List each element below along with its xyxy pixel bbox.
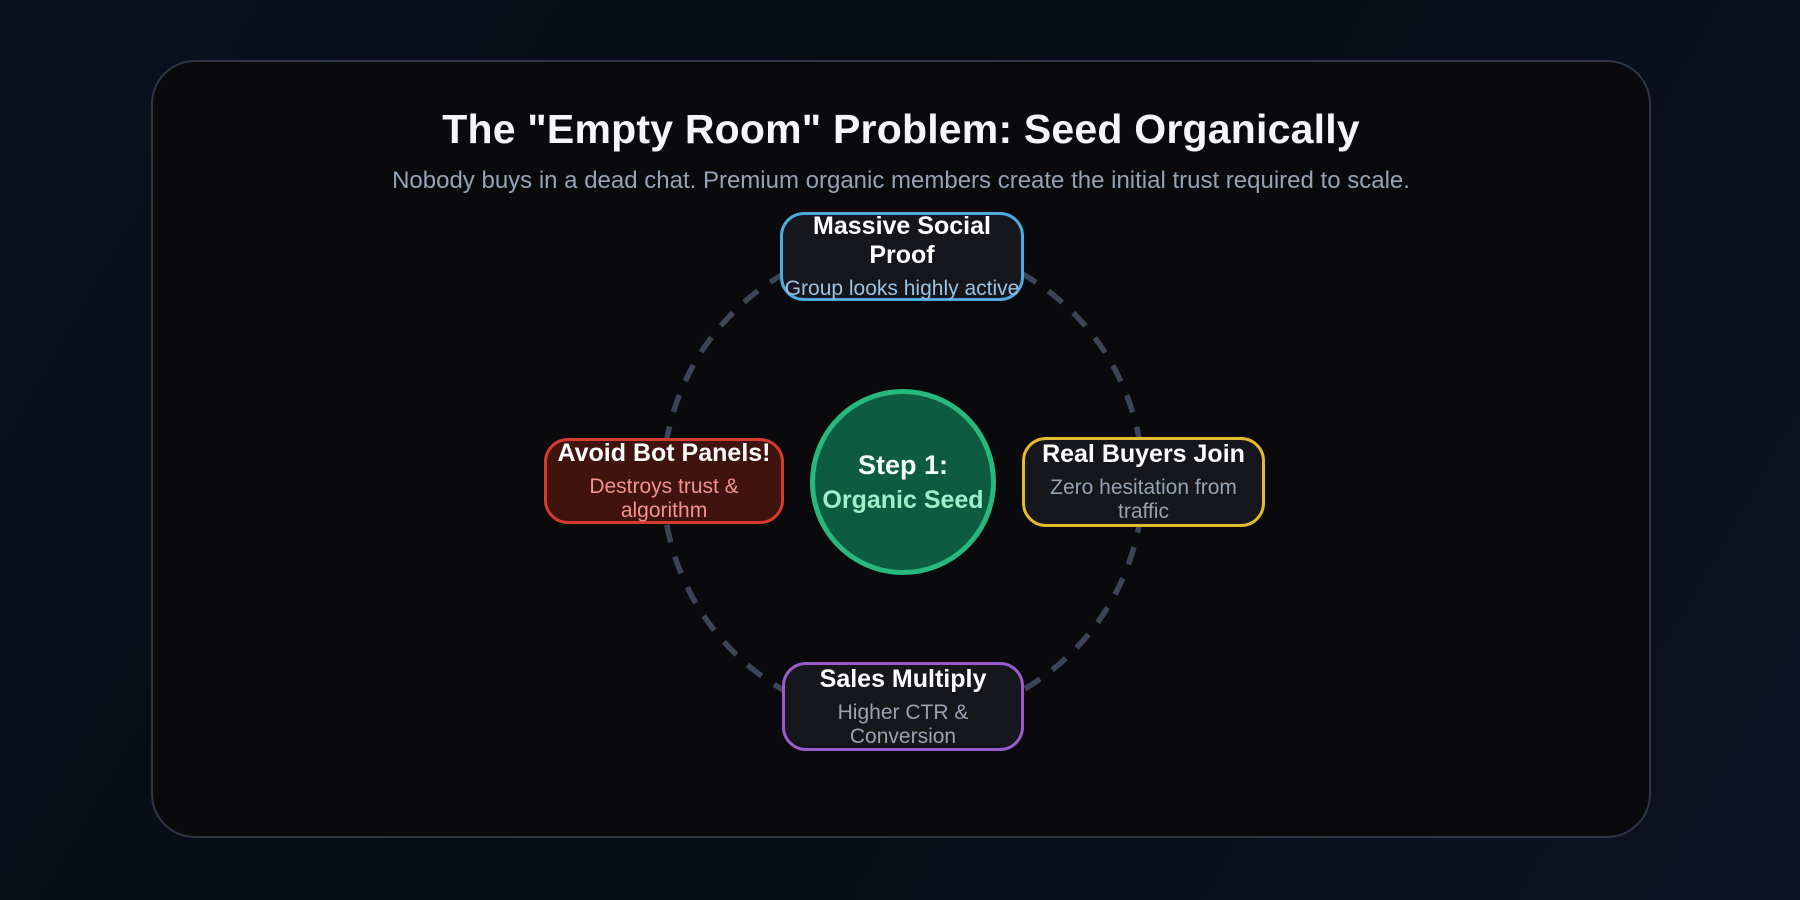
node-title: Sales Multiply xyxy=(819,664,987,693)
panel-card: The "Empty Room" Problem: Seed Organical… xyxy=(151,60,1651,838)
page-subtitle: Nobody buys in a dead chat. Premium orga… xyxy=(392,167,1410,194)
node-massive-social-proof: Massive Social Proof Group looks highly … xyxy=(780,212,1024,301)
node-sales-multiply: Sales Multiply Higher CTR & Conversion xyxy=(782,662,1024,751)
node-avoid-bot-panels: Avoid Bot Panels! Destroys trust & algor… xyxy=(544,438,784,524)
node-subtitle: Zero hesitation from traffic xyxy=(1050,476,1237,523)
node-title: Real Buyers Join xyxy=(1042,440,1245,468)
center-step-name: Organic Seed xyxy=(822,485,984,514)
node-subtitle: Higher CTR & Conversion xyxy=(837,700,969,748)
center-step-label: Step 1: xyxy=(857,449,949,480)
node-real-buyers-join: Real Buyers Join Zero hesitation from tr… xyxy=(1022,437,1265,527)
node-subtitle: Group looks highly active xyxy=(784,277,1020,300)
page-title: The "Empty Room" Problem: Seed Organical… xyxy=(442,106,1360,152)
node-title: Massive Social Proof xyxy=(813,212,991,269)
node-subtitle: Destroys trust & algorithm xyxy=(589,475,739,522)
node-title: Avoid Bot Panels! xyxy=(557,439,771,467)
center-step-circle: Step 1: Organic Seed xyxy=(810,389,996,575)
header: The "Empty Room" Problem: Seed Organical… xyxy=(153,106,1649,195)
seed-cycle-diagram: Massive Social Proof Group looks highly … xyxy=(153,62,1653,840)
